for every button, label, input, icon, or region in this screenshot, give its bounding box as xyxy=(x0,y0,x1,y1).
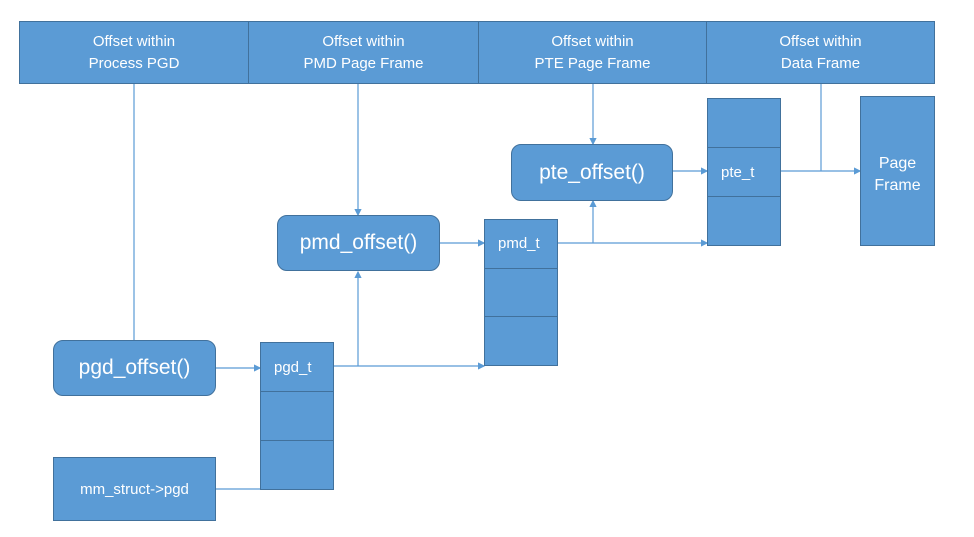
header-cell-line1: Offset within xyxy=(551,32,634,50)
pte-t-entry: pte_t xyxy=(708,148,780,197)
pmd-t-table: pmd_t xyxy=(484,219,558,366)
pmd-t-entry: pmd_t xyxy=(485,220,557,269)
header-cell-line2: PMD Page Frame xyxy=(303,54,424,72)
pgd-t-table: pgd_t xyxy=(260,342,334,490)
page-frame-box: Page Frame xyxy=(860,96,935,246)
table-slot xyxy=(485,317,557,365)
table-slot xyxy=(708,197,780,245)
pgd-offset-box: pgd_offset() xyxy=(53,340,216,396)
table-slot xyxy=(261,392,333,441)
header-cell-line2: PTE Page Frame xyxy=(534,54,651,72)
pgd-t-entry: pgd_t xyxy=(261,343,333,392)
header-cell-line2: Data Frame xyxy=(780,54,861,72)
pte-t-label: pte_t xyxy=(721,163,755,181)
page-frame-line2: Frame xyxy=(874,177,921,194)
pte-offset-box: pte_offset() xyxy=(511,144,673,201)
header-cell-line2: Process PGD xyxy=(88,54,180,72)
table-slot xyxy=(708,99,780,148)
pgd-t-label: pgd_t xyxy=(274,358,312,376)
page-frame-line1: Page xyxy=(878,155,917,172)
header-cell-line1: Offset within xyxy=(92,32,176,50)
header-cell-line1: Offset within xyxy=(779,32,862,50)
pte-t-table: pte_t xyxy=(707,98,781,246)
header-cell-line1: Offset within xyxy=(322,32,405,50)
header-cell-process-pgd: Offset within Process PGD xyxy=(19,21,249,84)
pmd-t-label: pmd_t xyxy=(498,235,540,253)
header-cell-data-frame: Offset within Data Frame xyxy=(706,21,935,84)
table-slot xyxy=(485,269,557,318)
header-cell-pte-page-frame: Offset within PTE Page Frame xyxy=(478,21,707,84)
mm-struct-pgd-box: mm_struct->pgd xyxy=(53,457,216,521)
header-cell-pmd-page-frame: Offset within PMD Page Frame xyxy=(248,21,479,84)
table-slot xyxy=(261,441,333,489)
pmd-offset-box: pmd_offset() xyxy=(277,215,440,271)
